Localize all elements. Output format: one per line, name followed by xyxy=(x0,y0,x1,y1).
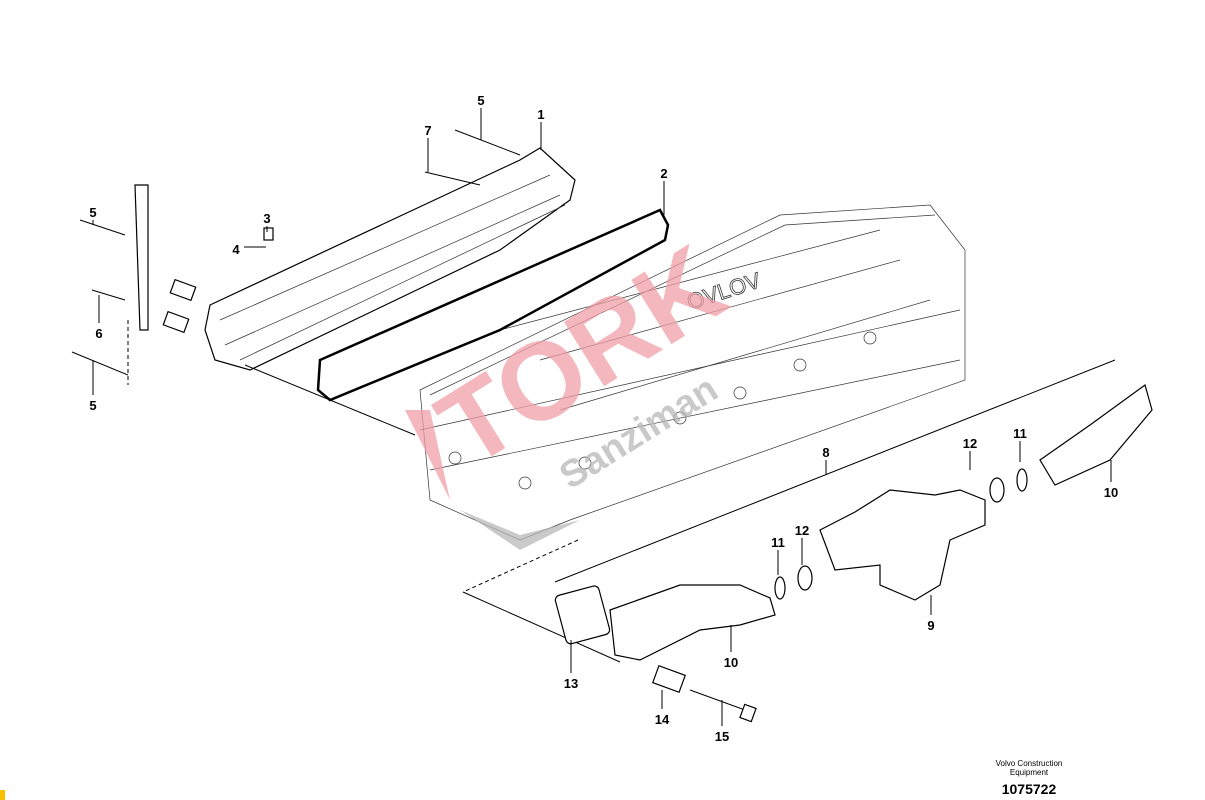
callout-1: 1 xyxy=(537,107,544,122)
bracket xyxy=(134,184,149,331)
footer-block: Volvo Construction Equipment 1075722 xyxy=(980,759,1078,797)
callout-10: 10 xyxy=(724,655,738,670)
company-line-2: Equipment xyxy=(1009,768,1049,777)
callout-15: 15 xyxy=(715,729,729,744)
assembly-lines xyxy=(127,320,579,593)
callout-7: 7 xyxy=(424,123,431,138)
callout-8: 8 xyxy=(822,445,829,460)
callout-14: 14 xyxy=(655,712,670,727)
callout-5: 5 xyxy=(89,398,96,413)
drawing-number: 1075722 xyxy=(1001,781,1057,797)
assembly-lines-solid xyxy=(244,364,621,663)
callout-5: 5 xyxy=(89,205,96,220)
assembly-bracket-8 xyxy=(554,359,1116,583)
callout-labels: 5 1 7 2 5 3 4 6 5 8 12 11 10 11 12 9 10 … xyxy=(89,93,1118,744)
callout-6: 6 xyxy=(95,326,102,341)
callout-12: 12 xyxy=(795,523,809,538)
valve-cover xyxy=(204,147,576,371)
exhaust-manifold xyxy=(554,384,1153,723)
callout-11: 11 xyxy=(1013,426,1027,441)
callout-5: 5 xyxy=(477,93,484,108)
valve-cover-gasket xyxy=(316,208,670,402)
corner-marker xyxy=(0,790,5,800)
callout-leaders xyxy=(92,108,1112,726)
callout-10: 10 xyxy=(1104,485,1118,500)
company-line-1: Volvo Construction xyxy=(995,759,1063,768)
callout-11: 11 xyxy=(771,535,785,550)
callout-4: 4 xyxy=(232,242,240,257)
sleeves xyxy=(162,227,274,334)
bolts xyxy=(71,129,521,376)
callout-9: 9 xyxy=(927,618,934,633)
callout-13: 13 xyxy=(564,676,578,691)
callout-3: 3 xyxy=(263,211,270,226)
callout-12: 12 xyxy=(963,436,977,451)
callout-2: 2 xyxy=(660,166,667,181)
